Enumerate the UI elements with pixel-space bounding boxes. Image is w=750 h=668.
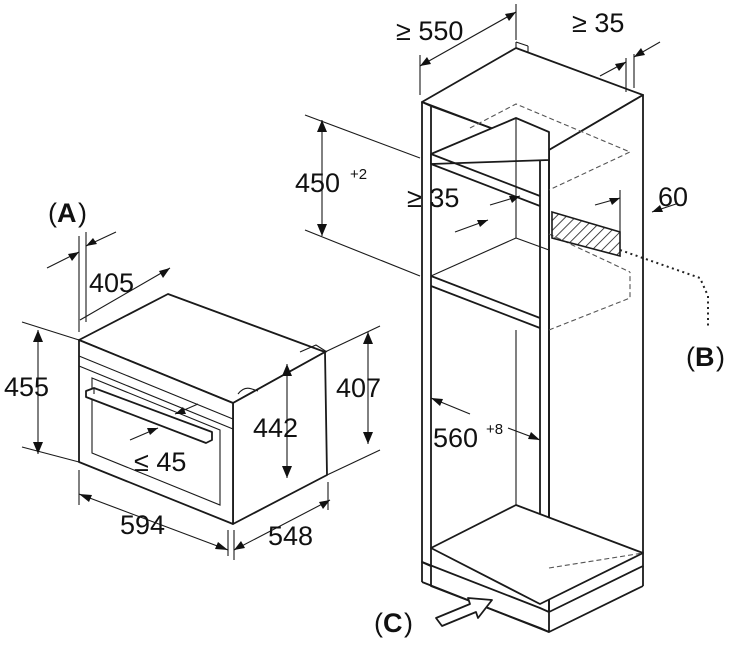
cabinet-rear-gap-min-label: ≥ 35 (572, 8, 624, 38)
oven-depth-top-label: 405 (89, 268, 134, 298)
callout-b: B (695, 342, 715, 372)
cabinet-bottom (430, 504, 644, 605)
vent-block (551, 210, 621, 258)
cabinet-left-stile (421, 101, 432, 567)
svg-text:(: ( (48, 198, 57, 228)
callout-a: A (57, 198, 77, 228)
oven-handle-projection-label: ≤ 45 (134, 447, 186, 477)
oven-height-right-label: 407 (336, 373, 381, 403)
svg-text:): ) (78, 198, 87, 228)
air-intake-arrow (435, 597, 493, 627)
cabinet-drawing (421, 41, 644, 633)
svg-text:(: ( (374, 608, 383, 638)
svg-text:): ) (716, 342, 725, 372)
oven-height-inner-label: 442 (253, 413, 298, 443)
oven-handle (85, 387, 213, 444)
cabinet-top-shelf (430, 117, 550, 165)
cabinet-niche-width-label: 560 (433, 423, 478, 453)
oven-front-face (78, 339, 234, 525)
svg-text:(: ( (686, 342, 695, 372)
oven-width-label: 594 (120, 510, 165, 540)
svg-text:): ) (404, 608, 413, 638)
cabinet-niche-width-tolerance: +8 (486, 421, 503, 438)
cabinet-niche-height-label: 450 (295, 168, 340, 198)
oven-drawing (78, 293, 328, 525)
cabinet-vent-depth-label: 60 (658, 182, 688, 212)
oven-height-total-label: 455 (4, 372, 49, 402)
oven-dimensions (21, 231, 381, 560)
cabinet-shelf-gap-min-label: ≥ 35 (407, 183, 459, 213)
cabinet-depth-min-label: ≥ 550 (396, 16, 463, 46)
callout-c: C (383, 608, 403, 638)
cabinet-dimensions (304, 4, 709, 627)
cabinet-niche-height-tolerance: +2 (350, 166, 367, 183)
oven-depth-label: 548 (268, 521, 313, 551)
